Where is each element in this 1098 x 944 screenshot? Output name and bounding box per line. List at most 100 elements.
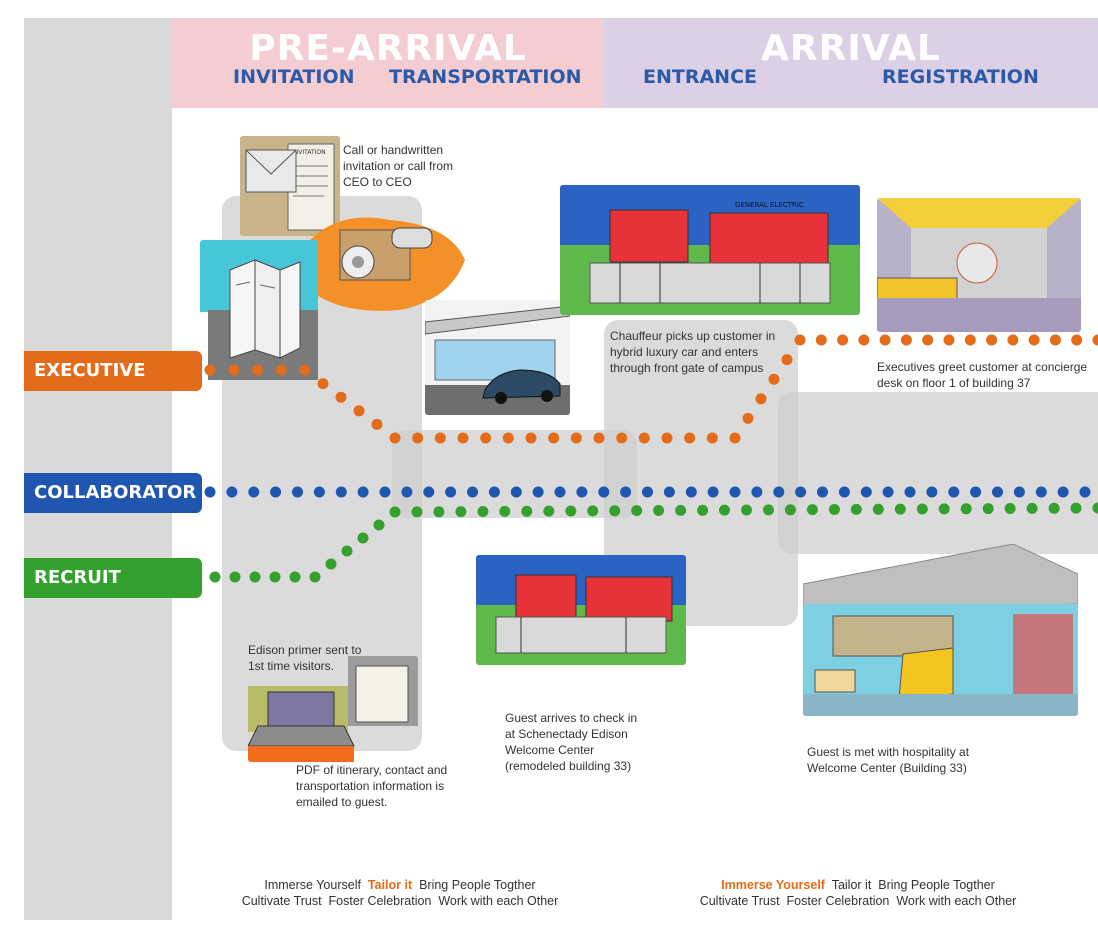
executive-journey-dot: [480, 432, 492, 444]
recruit-journey-dot: [229, 571, 241, 583]
executive-journey-dot: [317, 378, 329, 390]
recruit-journey-line: [209, 502, 1098, 583]
recruit-journey-dot: [521, 505, 533, 517]
recruit-journey-dot: [1026, 502, 1038, 514]
recruit-journey-dot: [828, 504, 840, 515]
persona-executive-label: EXECUTIVE: [34, 360, 146, 381]
collaborator-journey-dot: [620, 486, 632, 498]
executive-journey-dot: [457, 432, 469, 444]
principle-cultivate-trust: Cultivate Trust: [241, 894, 322, 908]
persona-recruit-label: RECRUIT: [34, 567, 121, 588]
executive-journey-dot: [755, 393, 767, 405]
recruit-journey-dot: [916, 503, 928, 515]
recruit-journey-dot: [1070, 502, 1082, 514]
collaborator-journey-dot: [970, 486, 982, 498]
collaborator-journey-dot: [948, 486, 960, 498]
collaborator-journey-dot: [882, 486, 894, 498]
recruit-journey-dot: [209, 571, 221, 583]
welcome-center-sketch: [803, 544, 1078, 716]
principles-arrival-row2: Cultivate Trust Foster Celebration Work …: [680, 893, 1036, 909]
executive-journey-dot: [1071, 334, 1083, 346]
executive-journey-dot: [729, 432, 741, 444]
recruit-journey-dot: [309, 571, 321, 583]
executive-journey-dot: [275, 364, 287, 376]
executive-journey-dot: [1007, 334, 1019, 346]
collaborator-journey-dot: [467, 486, 478, 498]
collaborator-journey-dot: [860, 486, 872, 498]
executive-journey-dot: [768, 373, 780, 385]
recruit-journey-dot: [289, 571, 301, 583]
concierge-desk-sketch: [877, 198, 1081, 332]
recruit-journey-dot: [960, 503, 972, 515]
collaborator-journey-dot: [1013, 486, 1025, 498]
collaborator-journey-dot: [270, 486, 282, 498]
campus-gate-sketch-bottom: [476, 555, 686, 665]
recruit-journey-dot: [763, 504, 774, 516]
phase-title-arrival: ARRIVAL: [761, 28, 941, 69]
recruit-journey-dot: [455, 506, 467, 518]
collaborator-journey-dot: [663, 486, 675, 498]
recruit-journey-dot: [543, 505, 555, 517]
executive-journey-dot: [389, 432, 401, 444]
executive-journey-dot: [525, 432, 537, 444]
executive-journey-dot: [299, 364, 311, 376]
collaborator-journey-dot: [204, 486, 216, 498]
campus-sign-text: GENERAL ELECTRIC: [735, 201, 804, 209]
executive-journey-dot: [661, 432, 673, 444]
recruit-journey-dot: [675, 504, 687, 516]
executive-journey-dot: [570, 432, 582, 444]
executive-journey-dot: [879, 334, 891, 346]
recruit-journey-dot: [938, 503, 950, 515]
persona-collaborator-label: COLLABORATOR: [34, 482, 197, 503]
collaborator-journey-dot: [248, 486, 260, 498]
collaborator-journey-dot: [532, 486, 544, 498]
caption-invitation-call: Call or handwritten invitation or call f…: [343, 143, 454, 189]
executive-journey-dot: [1092, 334, 1098, 346]
recruit-journey-dot: [357, 532, 369, 544]
persona-executive: EXECUTIVE: [24, 351, 202, 391]
stage-transportation: TRANSPORTATION: [389, 66, 582, 88]
caption-edison-primer: Edison primer sent to 1st time visitors.: [248, 643, 362, 673]
principle-cultivate-trust: Cultivate Trust: [699, 894, 780, 908]
collaborator-journey-dot: [226, 486, 238, 498]
collaborator-journey-dot: [292, 486, 303, 498]
recruit-journey-dot: [982, 503, 994, 515]
principles-pre-arrival: Immerse Yourself Tailor it Bring People …: [222, 877, 578, 909]
executive-journey-dot: [706, 432, 718, 444]
principle-immerse-yourself: Immerse Yourself: [264, 878, 361, 892]
executive-journey-dot: [412, 432, 424, 444]
caption-pdf-itinerary: PDF of itinerary, contact and transporta…: [296, 763, 448, 809]
recruit-journey-dot: [806, 504, 818, 516]
recruit-journey-dot: [389, 506, 401, 518]
group-box-registration: [778, 392, 1098, 554]
recruit-journey-dot: [741, 504, 752, 516]
executive-journey-dot: [815, 334, 827, 346]
collaborator-journey-dot: [642, 486, 653, 498]
left-sidebar-bar: [24, 18, 172, 920]
recruit-journey-dot: [565, 505, 577, 517]
collaborator-journey-dot: [926, 486, 938, 498]
collaborator-journey-dot: [335, 486, 347, 498]
executive-journey-line: [204, 334, 1098, 444]
collaborator-journey-dot: [488, 486, 500, 498]
recruit-journey-dot: [499, 505, 511, 517]
caption-guest-arrives: Guest arrives to check in at Schenectady…: [505, 711, 638, 773]
collaborator-journey-dot: [838, 486, 850, 498]
caption-exec-greet: Executives greet customer at concierge d…: [877, 360, 1088, 390]
phase-band-arrival: ARRIVAL: [604, 18, 1098, 108]
executive-journey-dot: [252, 364, 263, 376]
collaborator-journey-dot: [313, 486, 325, 498]
recruit-journey-dot: [850, 503, 862, 515]
collaborator-journey-dot: [357, 486, 369, 498]
executive-journey-dot: [794, 334, 806, 346]
principles-arrival-row1: Immerse Yourself Tailor it Bring People …: [680, 877, 1036, 893]
group-box-transport-junction: [392, 430, 637, 518]
stage-invitation: INVITATION: [233, 66, 355, 88]
stage-entrance: ENTRANCE: [643, 66, 757, 88]
recruit-journey-dot: [631, 505, 643, 517]
executive-journey-dot: [593, 432, 605, 444]
collaborator-journey-dot: [817, 486, 828, 498]
collaborator-journey-dot: [729, 486, 741, 498]
collaborator-journey-dot: [445, 486, 457, 498]
